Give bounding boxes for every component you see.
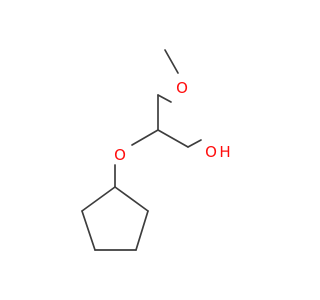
bond-ch2-oh-o xyxy=(187,139,202,148)
hydroxyl-hydrogen-label: H xyxy=(219,143,230,161)
bond-ring-c2-c3 xyxy=(135,210,149,251)
bonds xyxy=(81,49,202,251)
bond-ch-ether-o xyxy=(131,129,159,146)
structure-diagram: O O O H xyxy=(81,49,231,251)
atom-labels: O O O H xyxy=(114,79,231,164)
methoxy-oxygen-label: O xyxy=(176,79,188,97)
bond-ring-c4-c5 xyxy=(81,210,96,251)
bond-ch-ch2oh xyxy=(157,129,189,148)
bond-ring-c5-c1 xyxy=(81,186,116,212)
molecule-drawing: O O O H xyxy=(81,49,231,251)
bond-ring-c1-c2 xyxy=(114,186,149,212)
ether-oxygen-label: O xyxy=(114,146,126,164)
hydroxyl-oxygen-label: O xyxy=(205,143,217,161)
bond-methyl-methoxy-o xyxy=(164,49,179,74)
bond-methoxy-o-ch2 xyxy=(157,94,172,103)
